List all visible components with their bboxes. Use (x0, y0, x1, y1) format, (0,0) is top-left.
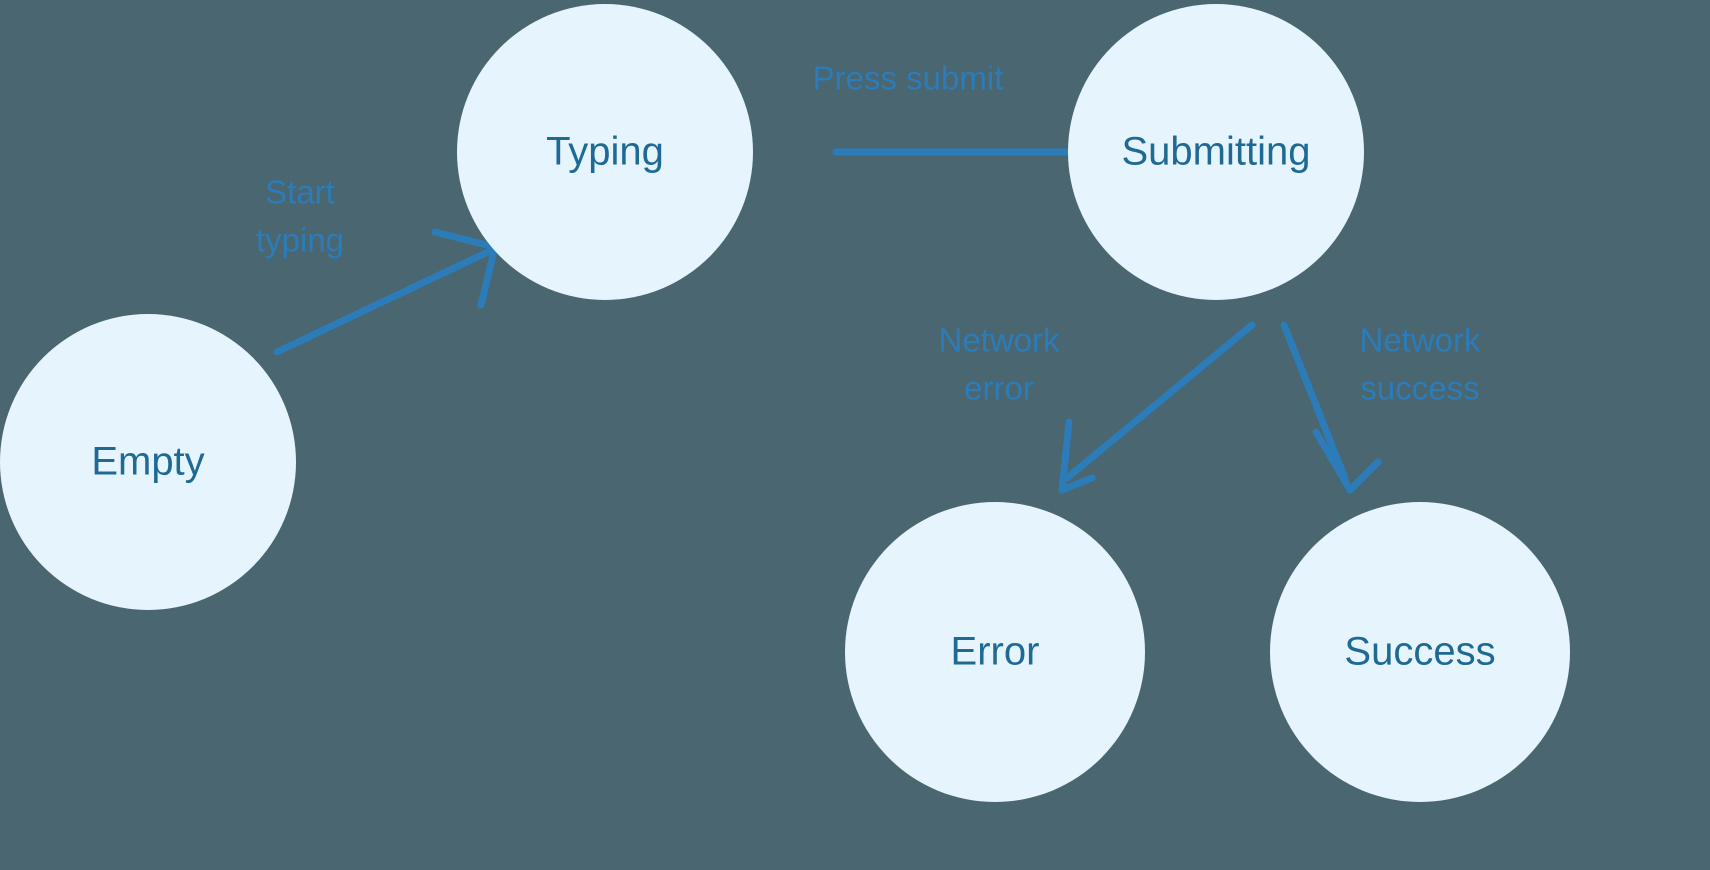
node-typing-circle[interactable] (457, 4, 753, 300)
edge-network-error-arrowhead (1058, 418, 1096, 494)
node-success[interactable]: Success (1270, 502, 1570, 802)
edge-label-network-error: Network error (938, 322, 1060, 407)
edge-network-error-line (1063, 321, 1256, 482)
node-empty-circle[interactable] (0, 314, 296, 610)
node-empty-label: Empty (91, 440, 204, 484)
edge-label-press-submit-line-1: Press submit (813, 60, 1004, 97)
node-error-circle[interactable] (845, 502, 1145, 802)
node-error-label: Error (951, 630, 1040, 674)
edge-label-network-error-line-1: Network (938, 322, 1060, 359)
node-submitting[interactable]: Submitting (1068, 4, 1364, 300)
node-submitting-circle[interactable] (1068, 4, 1364, 300)
node-typing-label: Typing (546, 130, 664, 174)
edge-start-typing-line (273, 246, 496, 356)
node-typing[interactable]: Typing (457, 4, 753, 300)
edge-network-error (1058, 321, 1256, 494)
edge-label-network-success-line-1: Network (1359, 322, 1481, 359)
edge-label-network-success: Network success (1359, 322, 1481, 407)
edge-label-start-typing: Start typing (256, 174, 344, 259)
edge-label-press-submit: Press submit (813, 60, 1004, 97)
node-empty[interactable]: Empty (0, 314, 296, 610)
edge-label-start-typing-line-1: Start (265, 174, 335, 211)
edge-label-network-error-line-2: error (964, 370, 1034, 407)
edge-network-success-line (1280, 321, 1349, 482)
node-success-label: Success (1344, 630, 1495, 674)
node-success-circle[interactable] (1270, 502, 1570, 802)
edge-start-typing-arrowhead (431, 228, 499, 309)
edge-label-network-success-line-2: success (1360, 370, 1479, 407)
edge-label-start-typing-line-2: typing (256, 222, 344, 259)
node-error[interactable]: Error (845, 502, 1145, 802)
node-submitting-label: Submitting (1122, 130, 1311, 174)
edge-network-success-arrowhead (1312, 428, 1382, 494)
edge-network-success (1280, 321, 1382, 494)
